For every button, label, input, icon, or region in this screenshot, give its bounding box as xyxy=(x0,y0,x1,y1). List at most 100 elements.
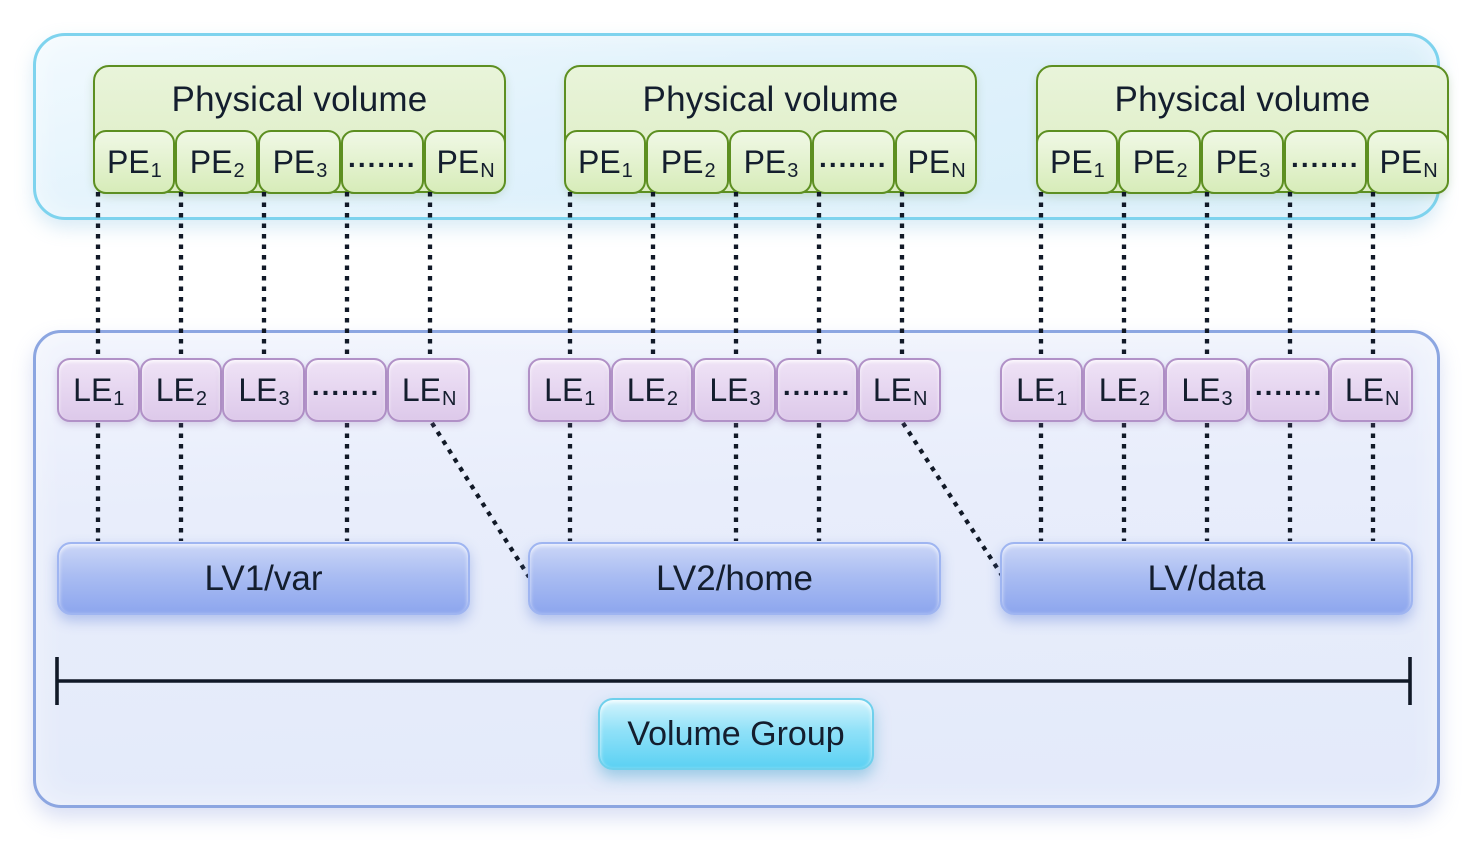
extent-label: PE xyxy=(577,143,621,180)
extent-subscript: N xyxy=(442,388,457,410)
extent-label: ....... xyxy=(311,370,381,401)
extent-label: LE xyxy=(1344,372,1385,408)
logical-volume-box-home: LV2/home xyxy=(528,542,941,615)
le-cell: ....... xyxy=(1247,358,1331,422)
extent-label: PE xyxy=(660,143,704,180)
extent-label: LE xyxy=(626,372,666,408)
logical-volume-box-var: LV1/var xyxy=(57,542,470,615)
extent-subscript: 2 xyxy=(195,388,208,410)
extent-subscript: 3 xyxy=(1259,159,1271,182)
volume-group-label: Volume Group xyxy=(627,714,845,753)
extent-label: LE xyxy=(238,372,278,408)
extent-subscript: 1 xyxy=(150,159,162,182)
extent-subscript: 1 xyxy=(113,388,125,410)
extent-label: PE xyxy=(436,143,480,180)
extent-label: LE xyxy=(1098,372,1138,408)
extent-label: PE xyxy=(1049,143,1093,180)
pe-cell: ....... xyxy=(811,129,895,194)
extent-subscript: 3 xyxy=(1221,388,1233,410)
pe-cell: ....... xyxy=(1283,129,1367,194)
extent-label: ....... xyxy=(782,370,852,401)
logical-volume-box-data: LV/data xyxy=(1000,542,1413,615)
extent-label: ....... xyxy=(1291,141,1360,173)
extent-label: ....... xyxy=(348,141,417,173)
le-cell: ....... xyxy=(775,358,859,422)
extent-label: PE xyxy=(189,143,233,180)
extent-label: ....... xyxy=(1254,370,1324,401)
extent-subscript: 3 xyxy=(787,159,799,182)
extent-label: LE xyxy=(401,372,442,408)
physical-volume-title: Physical volume xyxy=(642,80,899,119)
physical-volume-title: Physical volume xyxy=(171,80,428,119)
extent-label: PE xyxy=(907,143,951,180)
extent-subscript: 1 xyxy=(621,159,633,182)
volume-group-label-box: Volume Group xyxy=(598,698,874,770)
logical-volume-label: LV2/home xyxy=(656,558,813,598)
physical-volume-title: Physical volume xyxy=(1114,80,1371,119)
extent-subscript: 1 xyxy=(584,388,596,410)
pe-cell: ....... xyxy=(340,129,424,194)
logical-volume-label: LV1/var xyxy=(204,558,323,598)
extent-label: LE xyxy=(1016,372,1056,408)
extent-subscript: 3 xyxy=(278,388,290,410)
extent-subscript: 1 xyxy=(1093,159,1105,182)
extent-label: PE xyxy=(743,143,787,180)
extent-subscript: 3 xyxy=(316,159,328,182)
extent-label: LE xyxy=(1181,372,1221,408)
extent-label: LE xyxy=(872,372,913,408)
logical-volume-label: LV/data xyxy=(1147,558,1266,598)
extent-subscript: 2 xyxy=(704,159,716,182)
extent-subscript: N xyxy=(1385,388,1400,410)
le-cell: ....... xyxy=(304,358,388,422)
extent-subscript: N xyxy=(913,388,928,410)
extent-label: LE xyxy=(544,372,584,408)
extent-label: ....... xyxy=(819,141,888,173)
extent-label: PE xyxy=(1215,143,1259,180)
extent-subscript: N xyxy=(480,159,495,182)
extent-label: PE xyxy=(1379,143,1423,180)
extent-subscript: 3 xyxy=(749,388,761,410)
extent-label: LE xyxy=(73,372,113,408)
extent-label: PE xyxy=(106,143,150,180)
extent-subscript: 2 xyxy=(1176,159,1188,182)
extent-label: PE xyxy=(272,143,316,180)
extent-subscript: 2 xyxy=(233,159,245,182)
extent-subscript: 2 xyxy=(1138,388,1151,410)
extent-label: PE xyxy=(1132,143,1176,180)
